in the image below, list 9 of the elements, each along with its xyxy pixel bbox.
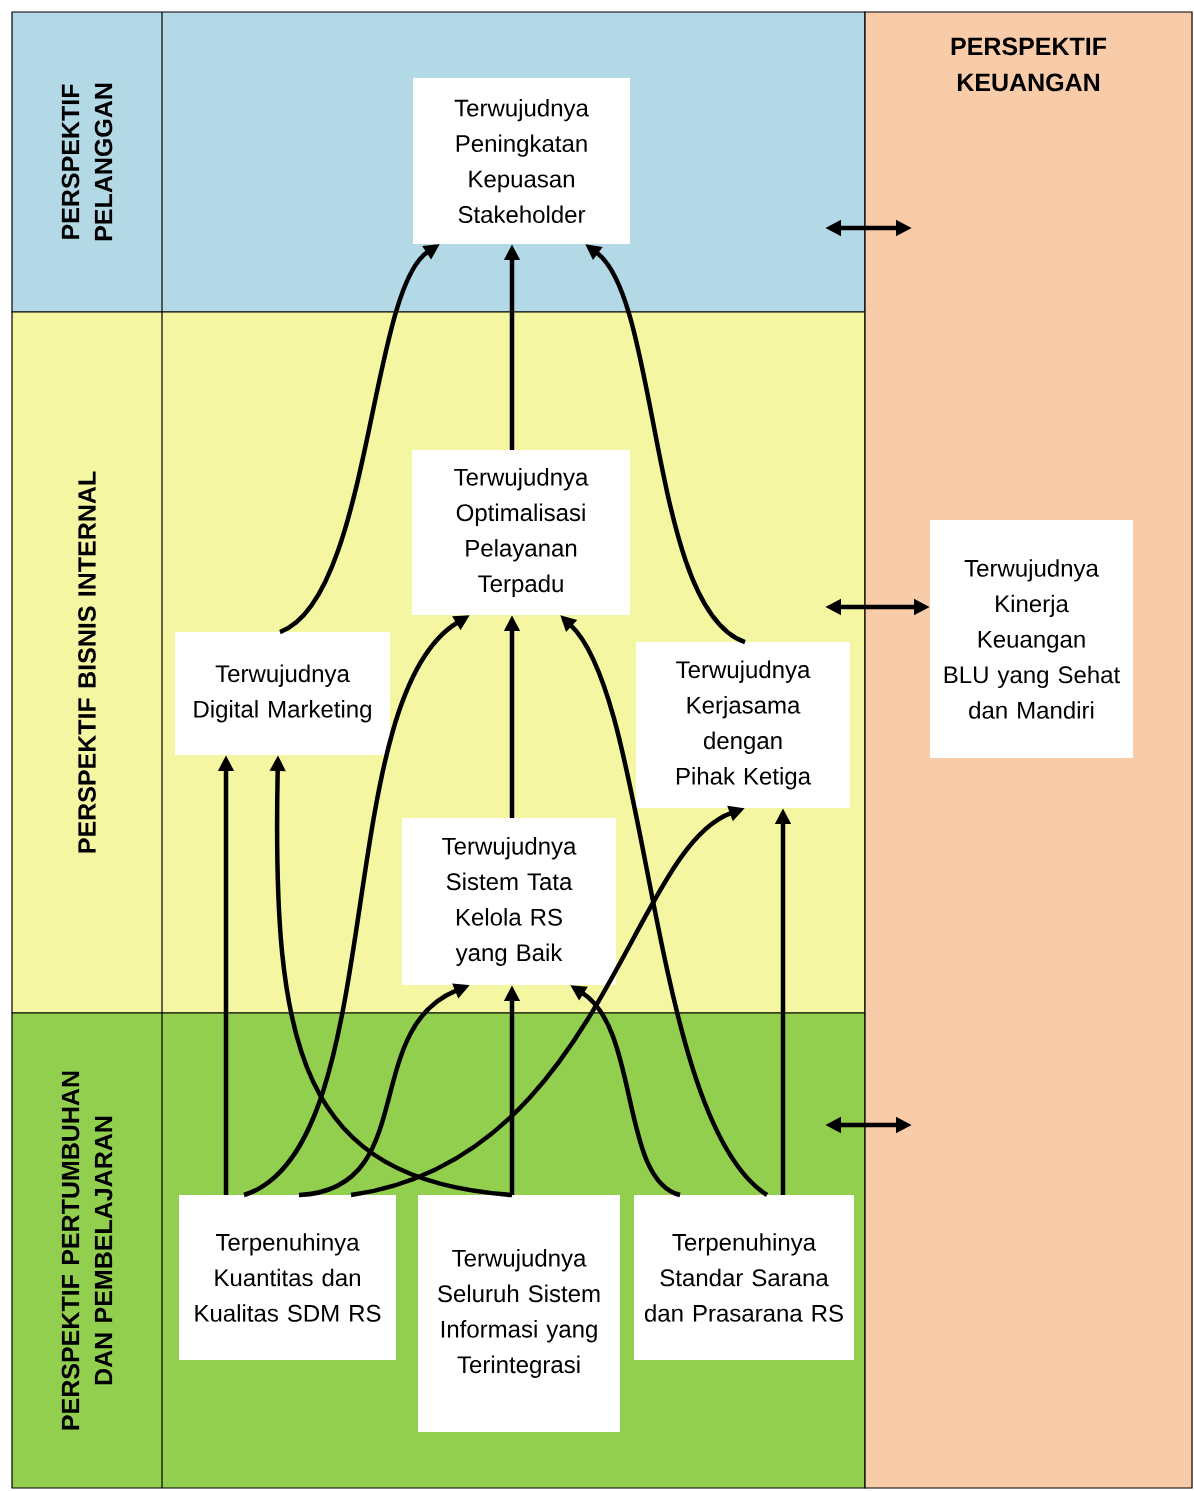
objective-box: Terwujudnya Sistem Tata Kelola RS yang Baik [402,818,616,985]
objective-box: Terwujudnya Digital Marketing [175,632,390,755]
objective-box: Terwujudnya Peningkatan Kepuasan Stakeholder [413,78,630,244]
objective-box: Terwujudnya Kinerja Keuangan BLU yang Sehat dan Mandiri [930,520,1133,758]
objective-box: Terwujudnya Optimalisasi Pelayanan Terpadu [412,450,630,615]
objective-box: Terwujudnya Seluruh Sistem Informasi yang Terintegrasi [418,1195,620,1432]
objective-box: Terpenuhinya Kuantitas dan Kualitas SDM RS [179,1195,396,1360]
objective-box: Terwujudnya Kerjasama dengan Pihak Ketiga [636,642,850,808]
objective-box: Terpenuhinya Standar Sarana dan Prasarana RS [634,1195,854,1360]
